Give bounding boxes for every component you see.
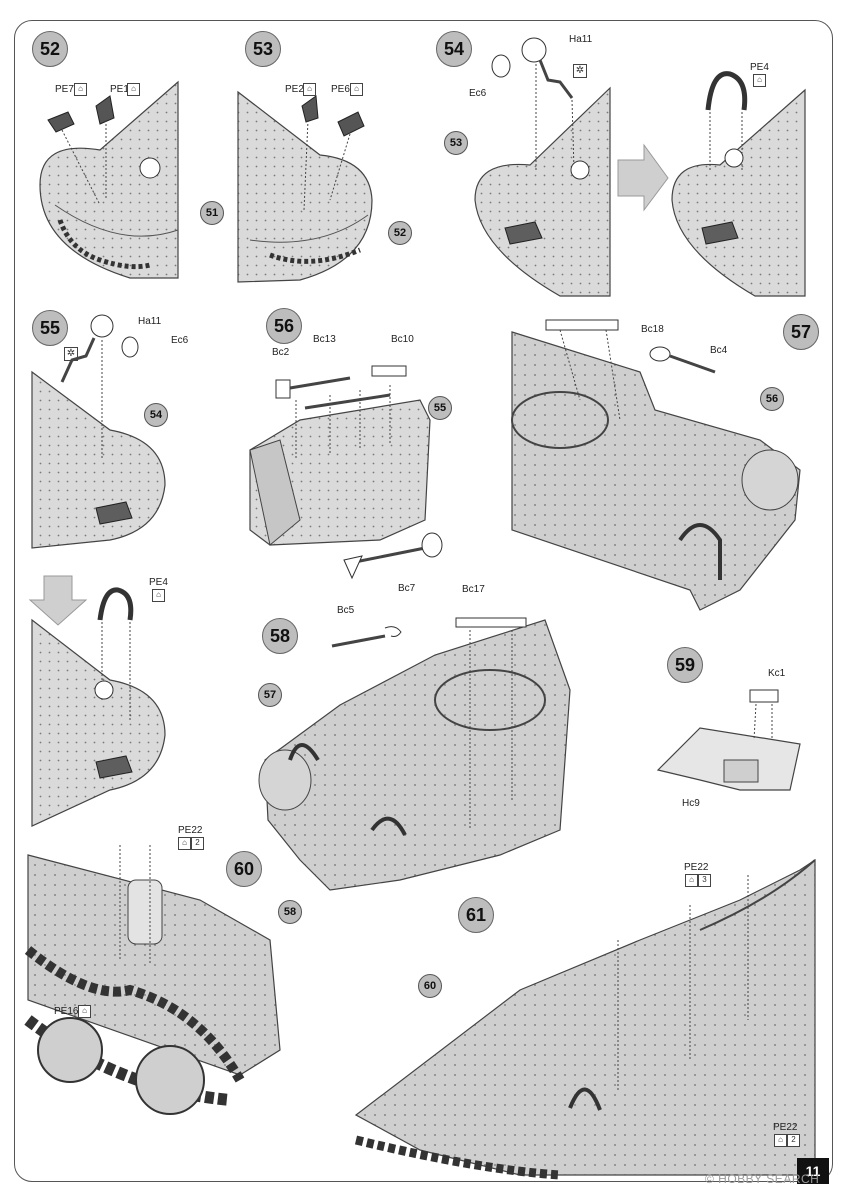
quantity-badge: 2 [787, 1134, 800, 1147]
pe-fret-icon: ⌂ [350, 83, 363, 96]
part-label-bc4: Bc4 [710, 345, 728, 356]
part-label-bc7: Bc7 [398, 583, 416, 594]
step-badge-54: 54 [436, 31, 472, 67]
step-badge-56: 56 [266, 308, 302, 344]
pe-fret-icon: ⌂ [152, 589, 165, 602]
step-59-drawing [656, 689, 801, 791]
step-54b-drawing [671, 71, 806, 297]
part-label-bc17: Bc17 [462, 584, 485, 595]
part-label-pe16: PE16 [54, 1006, 79, 1017]
pe-fret-icon: ⌂ [753, 74, 766, 87]
watermark: © HOBBY SEARCH [705, 1172, 820, 1186]
ref-badge-53: 53 [444, 131, 468, 155]
part-label-pe4: PE4 [750, 62, 769, 73]
step-badge-57: 57 [783, 314, 819, 350]
step-56-drawing [249, 365, 443, 580]
part-label-kc1: Kc1 [768, 668, 786, 679]
part-label-bc13: Bc13 [313, 334, 336, 345]
ref-badge-54: 54 [144, 403, 168, 427]
step-badge-60: 60 [226, 851, 262, 887]
step-58-drawing [258, 617, 571, 891]
step-badge-58: 58 [262, 618, 298, 654]
step-53-drawing [237, 90, 373, 283]
step-61-drawing [354, 858, 816, 1180]
cut-mark-icon: ✲ [64, 347, 78, 361]
step-60-drawing [24, 845, 281, 1115]
pe-fret-icon: ⌂ [74, 83, 87, 96]
step-badge-53: 53 [245, 31, 281, 67]
ref-badge-58: 58 [278, 900, 302, 924]
part-label-hc9: Hc9 [682, 798, 700, 809]
ref-badge-56: 56 [760, 387, 784, 411]
step-badge-61: 61 [458, 897, 494, 933]
part-label-pe7: PE7 [55, 84, 74, 95]
part-label-pe1: PE1 [110, 84, 129, 95]
ref-badge-51: 51 [200, 201, 224, 225]
pe-fret-icon: ⌂ [303, 83, 316, 96]
part-label-bc10: Bc10 [391, 334, 414, 345]
step-badge-59: 59 [667, 647, 703, 683]
part-label-pe22: PE22 [684, 862, 709, 873]
next-arrow-icon [617, 143, 669, 212]
part-label-ec6: Ec6 [469, 88, 487, 99]
part-label-ha11: Ha11 [569, 34, 593, 45]
part-label-bc2: Bc2 [272, 347, 290, 358]
step-55-drawing [28, 314, 166, 827]
ref-badge-52: 52 [388, 221, 412, 245]
step-badge-55: 55 [32, 310, 68, 346]
part-label-pe22: PE22 [773, 1122, 798, 1133]
part-label-bc5: Bc5 [337, 605, 355, 616]
quantity-badge: 2 [191, 837, 204, 850]
step-54-drawing [474, 37, 611, 297]
part-label-ec6: Ec6 [171, 335, 189, 346]
part-label-pe22: PE22 [178, 825, 203, 836]
page-number: 11 [797, 1158, 829, 1184]
quantity-badge: 3 [698, 874, 711, 887]
ref-badge-55: 55 [428, 396, 452, 420]
part-label-bc18: Bc18 [641, 324, 664, 335]
cut-mark-icon: ✲ [573, 64, 587, 78]
part-label-pe4: PE4 [149, 577, 168, 588]
step-52-drawing [39, 80, 179, 279]
pe-fret-icon: ⌂ [178, 837, 191, 850]
pe-fret-icon: ⌂ [685, 874, 698, 887]
part-label-pe6: PE6 [331, 84, 350, 95]
part-label-ha11: Ha11 [138, 316, 162, 327]
step-57-drawing [511, 319, 801, 611]
down-arrow-icon [28, 575, 88, 626]
ref-badge-57: 57 [258, 683, 282, 707]
pe-fret-icon: ⌂ [78, 1005, 91, 1018]
part-label-pe2: PE2 [285, 84, 304, 95]
pe-fret-icon: ⌂ [774, 1134, 787, 1147]
step-badge-52: 52 [32, 31, 68, 67]
ref-badge-60: 60 [418, 974, 442, 998]
pe-fret-icon: ⌂ [127, 83, 140, 96]
